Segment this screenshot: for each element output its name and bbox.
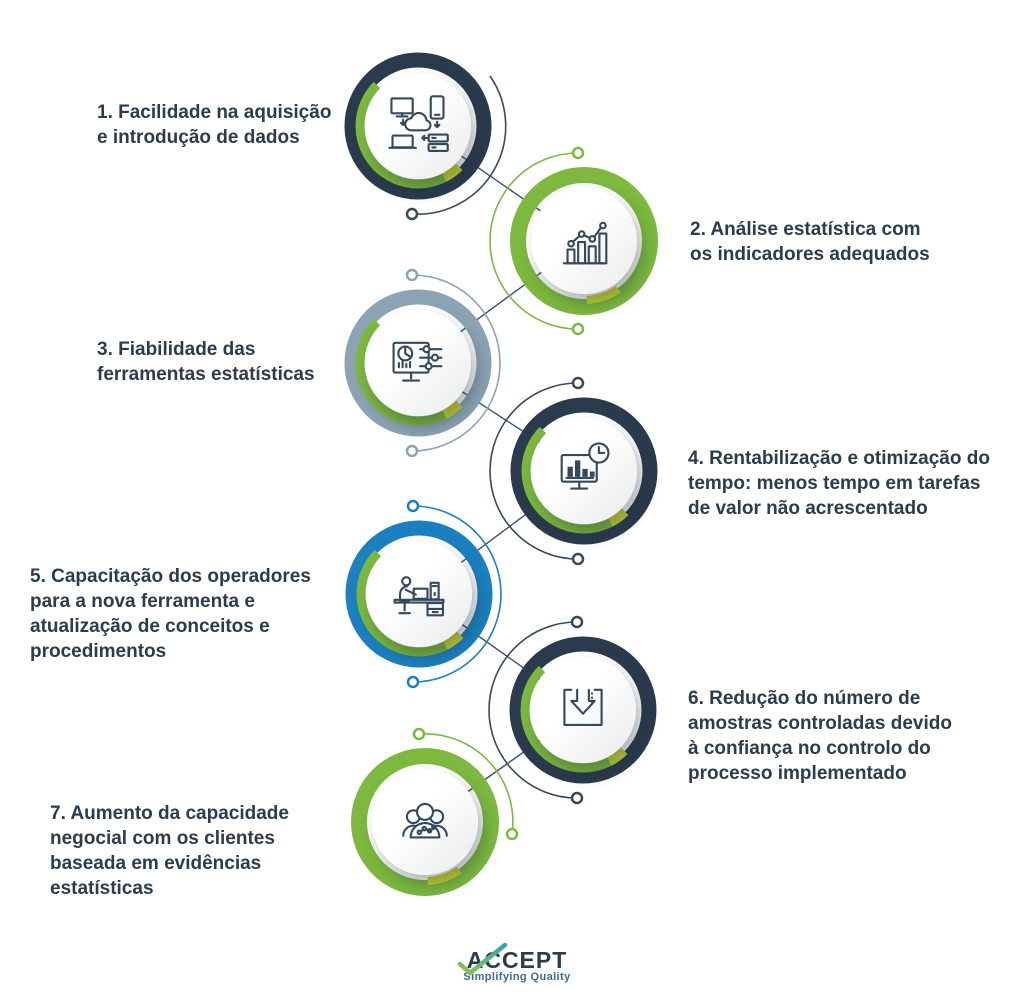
logo-name: ACCEPT (457, 942, 568, 976)
step-7-ring (351, 748, 499, 896)
step-3-node (318, 263, 518, 463)
step-7-label: 7. Aumento da capacidade negocial com os… (50, 803, 289, 900)
orbit-end-dots (405, 146, 585, 841)
orbit-arcs (411, 75, 579, 835)
step-2-icon-circle (531, 188, 637, 294)
step-7-node (325, 722, 525, 922)
clients-group-icon (402, 802, 448, 839)
presentation-clock-icon (560, 442, 610, 490)
step-6-icon-circle (530, 657, 636, 763)
step-1-node (318, 26, 518, 226)
step-4-icon-circle (531, 418, 637, 524)
step-6-label: 6. Redução do número de amostras control… (688, 688, 952, 785)
step-7-icon-circle (372, 769, 478, 875)
bar-chart-trend-icon (562, 221, 608, 265)
step-5-label: 5. Capacitação dos operadores para a nov… (30, 566, 311, 663)
step-6-ring (509, 636, 657, 784)
step-6-node (483, 610, 683, 810)
logo: ACCEPT Simplifying Quality (447, 942, 587, 983)
step-4-label: 4. Rentabilização e otimização do tempo:… (688, 448, 990, 520)
logo-text: ACCEPT (466, 947, 568, 973)
operator-workstation-icon (393, 576, 445, 617)
network-devices-icon (388, 95, 449, 153)
step-4-ring (510, 397, 658, 545)
step-5-icon-circle (366, 541, 472, 647)
step-2-label: 2. Análise estatística com os indicadore… (690, 219, 930, 266)
step-1-label: 1. Facilidade na aquisição e introdução … (97, 102, 332, 149)
step-3-ring (344, 289, 492, 437)
step-3-icon-circle (365, 310, 471, 416)
step-1-ring (344, 52, 492, 200)
step-5-ring (345, 520, 493, 668)
step-5-node (319, 494, 519, 694)
step-4-node (484, 371, 684, 571)
dashboard-settings-icon (392, 341, 443, 382)
download-tray-icon (563, 688, 603, 726)
step-3-label: 3. Fiabilidade das ferramentas estatísti… (97, 339, 315, 386)
step-2-ring (510, 167, 658, 315)
step-2-node (484, 141, 684, 341)
step-1-icon-circle (365, 73, 471, 179)
